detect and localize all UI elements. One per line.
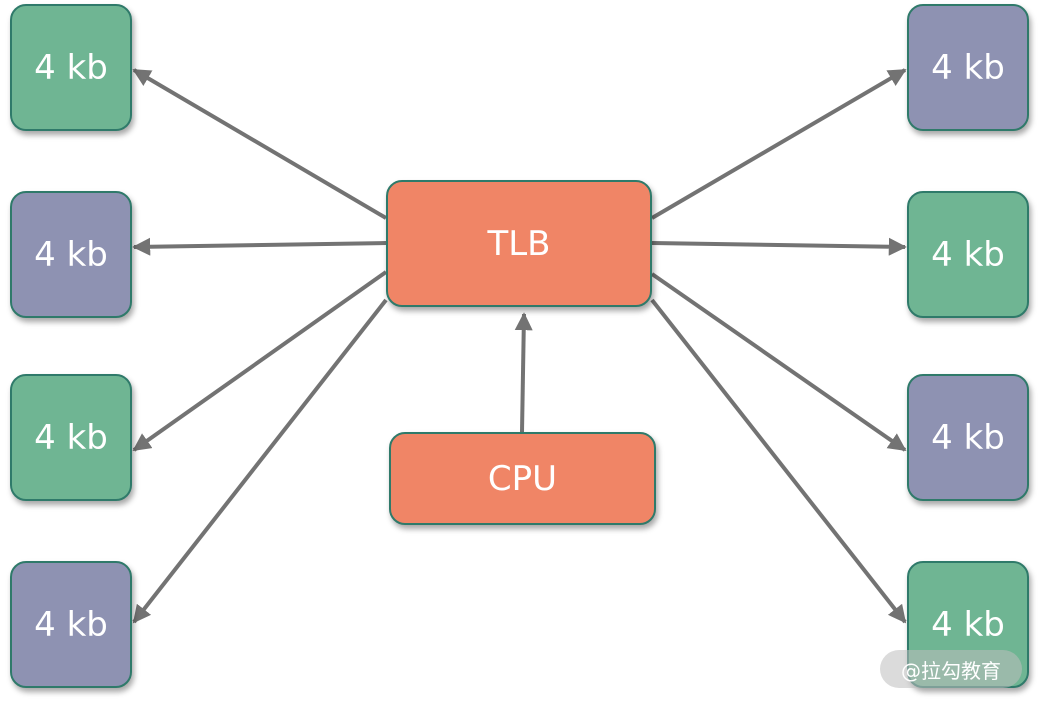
arrow-tlb-to-right-page-4 <box>650 298 907 624</box>
arrow-tlb-to-left-page-2 <box>132 237 387 256</box>
cpu-box: CPU <box>389 432 656 525</box>
arrow-cpu-to-tlb <box>514 312 533 433</box>
left-page-2-label: 4 kb <box>34 234 108 275</box>
cpu-label: CPU <box>487 458 558 499</box>
arrow-tlb-to-left-page-3 <box>132 270 388 452</box>
right-page-1: 4 kb <box>907 4 1029 131</box>
left-page-1: 4 kb <box>10 4 132 131</box>
tlb-label: TLB <box>487 223 551 264</box>
right-page-3-label: 4 kb <box>931 417 1005 458</box>
tlb-box: TLB <box>386 180 652 307</box>
left-page-1-label: 4 kb <box>34 47 108 88</box>
arrow-tlb-to-right-page-3 <box>650 272 907 452</box>
arrow-tlb-to-left-page-4 <box>132 298 388 624</box>
right-page-2-label: 4 kb <box>931 234 1005 275</box>
right-page-3: 4 kb <box>907 374 1029 501</box>
watermark: @拉勾教育 <box>880 650 1022 688</box>
right-page-4-label: 4 kb <box>931 604 1005 645</box>
left-page-4-label: 4 kb <box>34 604 108 645</box>
arrow-tlb-to-right-page-1 <box>650 68 907 220</box>
arrow-tlb-to-left-page-1 <box>132 68 388 220</box>
left-page-4: 4 kb <box>10 561 132 688</box>
right-page-2: 4 kb <box>907 191 1029 318</box>
left-page-2: 4 kb <box>10 191 132 318</box>
left-page-3: 4 kb <box>10 374 132 501</box>
arrow-tlb-to-right-page-2 <box>651 237 907 256</box>
right-page-1-label: 4 kb <box>931 47 1005 88</box>
left-page-3-label: 4 kb <box>34 417 108 458</box>
